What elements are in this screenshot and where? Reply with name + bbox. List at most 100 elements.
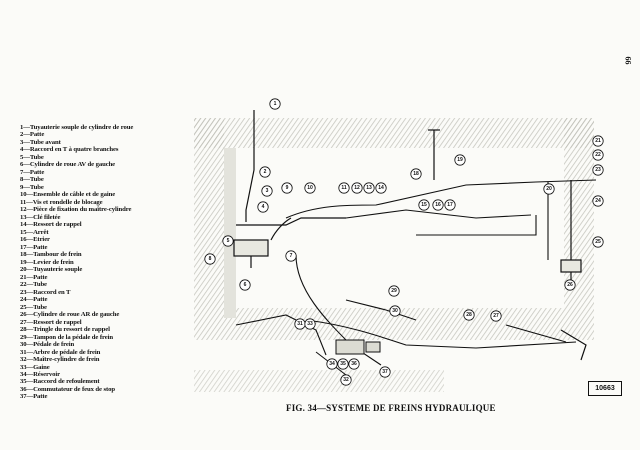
svg-text:20: 20 bbox=[546, 186, 552, 192]
svg-text:23: 23 bbox=[595, 167, 601, 173]
svg-text:18: 18 bbox=[413, 171, 419, 177]
svg-text:17: 17 bbox=[447, 202, 453, 208]
callout-22: 22 bbox=[592, 149, 604, 161]
callout-35: 35 bbox=[337, 358, 349, 370]
legend-item: 7—Patte bbox=[20, 168, 45, 176]
figure-reference-number: 10663 bbox=[588, 381, 622, 396]
callout-4: 4 bbox=[257, 201, 269, 213]
svg-text:4: 4 bbox=[262, 204, 265, 210]
callout-33: 33 bbox=[304, 318, 316, 330]
callout-26: 26 bbox=[564, 279, 576, 291]
svg-text:7: 7 bbox=[290, 253, 293, 259]
svg-text:10: 10 bbox=[307, 185, 313, 191]
svg-text:24: 24 bbox=[595, 198, 601, 204]
callout-30: 30 bbox=[389, 305, 401, 317]
legend-item: 10—Ensemble de câble et de gaine bbox=[20, 191, 116, 199]
legend-item: 22—Tube bbox=[20, 281, 47, 289]
svg-text:15: 15 bbox=[421, 202, 427, 208]
svg-text:1: 1 bbox=[274, 101, 277, 107]
svg-text:34: 34 bbox=[329, 361, 335, 367]
legend-item: 14—Ressort de rappel bbox=[20, 221, 82, 229]
callout-27: 27 bbox=[490, 310, 502, 322]
brake-system-diagram: 1 2 3 4 5 6 7 8 9 10 11 12 13 14 15 16 1… bbox=[194, 98, 604, 392]
legend-item: 13—Clé filetée bbox=[20, 213, 61, 221]
legend-item: 8—Tube bbox=[20, 176, 44, 184]
legend-item: 6—Cylindre de roue AV de gauche bbox=[20, 161, 116, 169]
legend-item: 4—Raccord en T à quatre branches bbox=[20, 146, 119, 154]
callout-1: 1 bbox=[269, 98, 281, 110]
callout-15: 15 bbox=[418, 199, 430, 211]
legend-item: 2—Patte bbox=[20, 131, 45, 139]
chassis-frame bbox=[194, 118, 594, 392]
legend-item: 26—Cylindre de roue AR de gauche bbox=[20, 311, 120, 319]
callout-11: 11 bbox=[338, 182, 350, 194]
legend-item: 30—Pédale de frein bbox=[20, 341, 75, 349]
svg-text:31: 31 bbox=[297, 321, 303, 327]
svg-text:3: 3 bbox=[266, 188, 269, 194]
callout-19: 19 bbox=[454, 154, 466, 166]
callout-14: 14 bbox=[375, 182, 387, 194]
legend-item: 28—Tringle du ressort de rappel bbox=[20, 326, 110, 334]
svg-text:6: 6 bbox=[244, 282, 247, 288]
callout-9: 9 bbox=[281, 182, 293, 194]
svg-text:12: 12 bbox=[354, 185, 360, 191]
legend-item: 20—Tuyauterie souple bbox=[20, 266, 83, 274]
callout-29: 29 bbox=[388, 285, 400, 297]
svg-text:36: 36 bbox=[351, 361, 357, 367]
legend-item: 19—Levier de frein bbox=[20, 258, 74, 266]
callout-8: 8 bbox=[204, 253, 216, 265]
legend-item: 17—Patte bbox=[20, 243, 48, 251]
brake-lever bbox=[428, 129, 440, 180]
svg-text:25: 25 bbox=[595, 239, 601, 245]
front-wheel-assembly bbox=[233, 110, 346, 268]
callout-32: 32 bbox=[340, 374, 352, 386]
legend-item: 29—Tampon de la pédale de frein bbox=[20, 333, 113, 341]
legend-item: 1—Tuyauterie souple de cylindre de roue bbox=[20, 124, 134, 131]
callout-24: 24 bbox=[592, 195, 604, 207]
svg-text:32: 32 bbox=[343, 377, 349, 383]
svg-text:26: 26 bbox=[567, 282, 573, 288]
callout-36: 36 bbox=[348, 358, 360, 370]
svg-text:33: 33 bbox=[307, 321, 313, 327]
svg-text:5: 5 bbox=[227, 238, 230, 244]
callout-20: 20 bbox=[543, 183, 555, 195]
callout-2: 2 bbox=[259, 166, 271, 178]
svg-text:16: 16 bbox=[435, 202, 441, 208]
legend-item: 23—Raccord en T bbox=[20, 288, 71, 296]
callout-5: 5 bbox=[222, 235, 234, 247]
legend-item: 32—Maître-cylindre de frein bbox=[20, 356, 100, 364]
svg-text:28: 28 bbox=[466, 312, 472, 318]
svg-text:2: 2 bbox=[264, 169, 267, 175]
callout-16: 16 bbox=[432, 199, 444, 211]
legend-item: 37—Patte bbox=[20, 393, 48, 401]
legend-item: 24—Patte bbox=[20, 296, 48, 304]
legend-item: 9—Tube bbox=[20, 183, 44, 191]
callout-10: 10 bbox=[304, 182, 316, 194]
svg-text:21: 21 bbox=[595, 138, 601, 144]
legend-item: 5—Tube bbox=[20, 153, 44, 161]
callout-21: 21 bbox=[592, 135, 604, 147]
callout-28: 28 bbox=[463, 309, 475, 321]
svg-text:8: 8 bbox=[209, 256, 212, 262]
legend-item: 21—Patte bbox=[20, 273, 48, 281]
svg-text:13: 13 bbox=[366, 185, 372, 191]
legend-item: 31—Arbre de pédale de frein bbox=[20, 348, 101, 356]
legend-item: 35—Raccord de refoulement bbox=[20, 378, 100, 386]
svg-text:19: 19 bbox=[457, 157, 463, 163]
callout-34: 34 bbox=[326, 358, 338, 370]
page-number: 66 bbox=[623, 56, 633, 65]
callout-37: 37 bbox=[379, 366, 391, 378]
legend-item: 33—Gaine bbox=[20, 363, 50, 371]
svg-text:14: 14 bbox=[378, 185, 384, 191]
svg-text:37: 37 bbox=[382, 369, 388, 375]
callout-6: 6 bbox=[239, 279, 251, 291]
legend-item: 36—Commutateur de feux de stop bbox=[20, 385, 115, 393]
legend-item: 11—Vis et rondelle de blocage bbox=[20, 198, 103, 206]
callout-31: 31 bbox=[294, 318, 306, 330]
svg-text:11: 11 bbox=[341, 185, 347, 191]
callout-23: 23 bbox=[592, 164, 604, 176]
svg-text:35: 35 bbox=[340, 361, 346, 367]
callout-18: 18 bbox=[410, 168, 422, 180]
callout-25: 25 bbox=[592, 236, 604, 248]
